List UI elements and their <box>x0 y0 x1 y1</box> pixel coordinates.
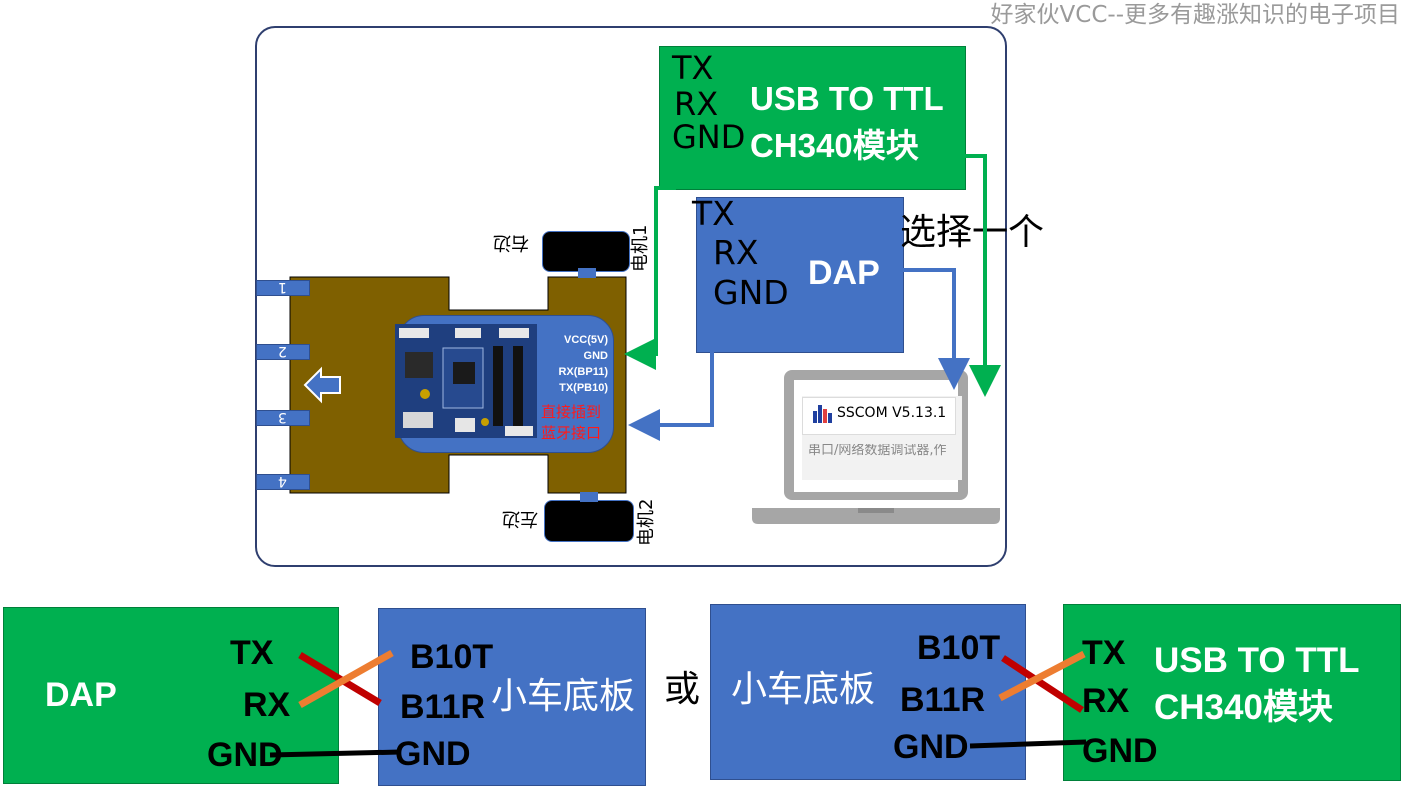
bottom-right-board-b11r: B11R <box>900 681 986 719</box>
left-wire-rx-to-b10t <box>298 649 394 709</box>
dap-module <box>696 197 904 353</box>
dap-title: DAP <box>808 254 880 292</box>
bottom-right-usb-title-line1: USB TO TTL <box>1154 641 1360 680</box>
board-note-line2: 蓝牙接口 <box>541 424 602 442</box>
bottom-left-board <box>378 608 646 786</box>
bottom-right-usb <box>1063 604 1401 781</box>
bottom-right-board-title: 小车底板 <box>731 669 876 710</box>
bottom-left-board-b11r: B11R <box>400 688 486 726</box>
bottom-right-usb-tx: TX <box>1082 634 1126 672</box>
motor-2-shaft <box>580 492 598 502</box>
motor-1-shaft <box>578 268 596 278</box>
bottom-right-usb-title-line2: CH340模块 <box>1154 688 1333 727</box>
usb-ttl-module <box>659 46 966 190</box>
right-wire-b11r-to-tx <box>998 650 1086 702</box>
sensor-tab-1 <box>256 280 310 296</box>
board-pin-gnd: GND <box>583 350 608 362</box>
bottom-right-board <box>710 604 1026 780</box>
bottom-right-usb-gnd: GND <box>1082 732 1158 770</box>
sscom-subtitle: 串口/网络数据调试器,作 <box>808 444 947 457</box>
sscom-logo-icon <box>813 405 832 423</box>
board-pin-vcc: VCC(5V) <box>563 334 608 346</box>
bottom-left-dap-gnd: GND <box>207 736 283 774</box>
sscom-title-bar <box>802 397 956 435</box>
choose-one-label: 选择一个 <box>900 212 1045 253</box>
left-arrow-icon <box>303 366 341 404</box>
right-wire-b10t-to-rx <box>1001 655 1084 713</box>
bottom-right-board-b10t: B10T <box>917 629 1001 667</box>
dap-pin-gnd: GND <box>713 273 789 312</box>
board-pin-tx: TX(PB10) <box>559 382 608 394</box>
bottom-left-board-b10t: B10T <box>410 638 494 676</box>
dap-pin-rx: RX <box>713 233 759 272</box>
sensor-tab-2 <box>256 344 310 360</box>
bottom-left-board-title: 小车底板 <box>491 676 636 717</box>
pcb-image <box>395 324 537 438</box>
bottom-left-dap-rx: RX <box>243 686 291 724</box>
motor-2 <box>544 500 634 542</box>
dap-pin-tx: TX <box>692 194 735 233</box>
board-note-line1: 直接插到 <box>541 403 602 421</box>
usb-pin-rx: RX <box>674 85 719 123</box>
board-pin-rx: RX(BP11) <box>558 366 608 378</box>
or-label: 或 <box>664 669 701 710</box>
watermark-text: 好家伙VCC--更多有趣涨知识的电子项目 <box>990 2 1400 28</box>
bottom-right-usb-rx: RX <box>1082 682 1130 720</box>
sensor-tab-4 <box>256 474 310 490</box>
usb-pin-gnd: GND <box>672 118 746 156</box>
usb-pin-tx: TX <box>672 49 714 87</box>
bottom-left-dap-tx: TX <box>230 634 274 672</box>
sensor-tab-3 <box>256 410 310 426</box>
sscom-title: SSCOM V5.13.1 <box>837 405 947 421</box>
bottom-left-dap-title: DAP <box>45 676 117 714</box>
bottom-left-board-gnd: GND <box>395 735 471 773</box>
motor-1 <box>542 231 630 272</box>
bottom-right-board-gnd: GND <box>893 728 969 766</box>
usb-title-line1: USB TO TTL <box>750 80 944 117</box>
usb-title-line2: CH340模块 <box>750 127 919 164</box>
right-wire-gnd <box>969 739 1087 749</box>
left-wire-gnd <box>269 749 401 758</box>
